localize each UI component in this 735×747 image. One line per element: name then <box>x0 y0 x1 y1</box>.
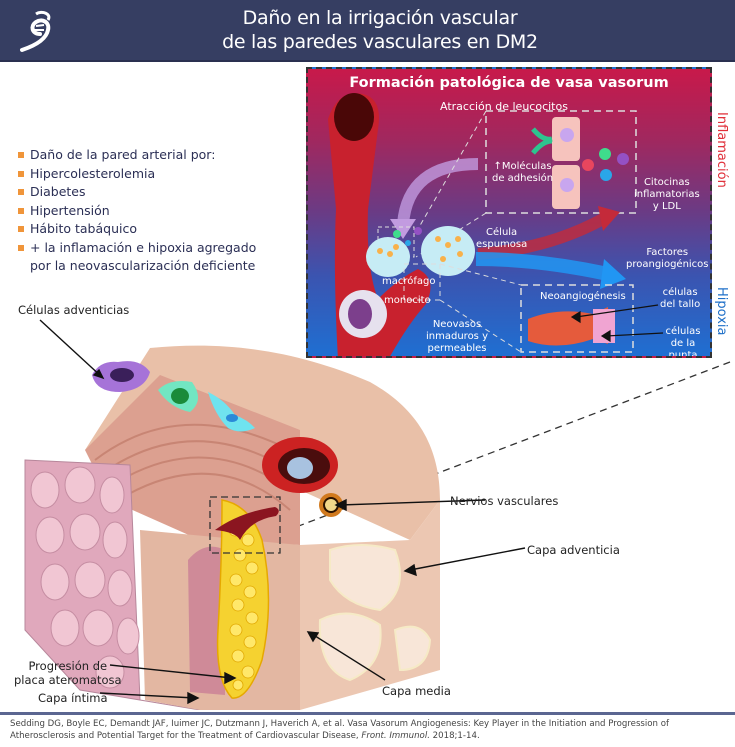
list-item-text-line2: por la neovascularización deficiente <box>30 258 256 273</box>
sprouting-neovessel <box>528 307 608 346</box>
bullet-square-icon <box>18 189 24 195</box>
label-stalk-line2: del tallo <box>660 299 701 310</box>
macrophage <box>366 237 410 277</box>
bullet-square-icon <box>18 226 24 232</box>
bullet-square-icon <box>18 170 24 177</box>
label-neovessels-line2: inmaduros y <box>426 331 488 342</box>
list-item: + la inflamación e hipoxia agregado por l… <box>18 239 256 276</box>
bullet-square-icon <box>18 152 24 158</box>
label-neovessels-line1: Neovasos <box>432 319 482 330</box>
proangiogenic-arrow <box>475 252 610 281</box>
adventitial-cell-cyan <box>208 392 255 432</box>
side-label-hypoxia: Hipoxia <box>714 287 729 336</box>
list-item: Hábito tabáquico <box>18 220 256 239</box>
inset-title: Formación patológica de vasa vasorum <box>349 75 669 91</box>
label-plaque-line2: placa ateromatosa <box>14 673 122 687</box>
vessel-lumen <box>334 93 374 141</box>
label-cytokines-line2: inflamatorias <box>634 189 700 200</box>
label-tip-line2: de la punta <box>668 338 698 358</box>
label-adventitia: Capa adventicia <box>527 543 620 557</box>
label-media: Capa media <box>382 684 451 698</box>
label-vascular-nerves: Nervios vasculares <box>450 494 559 508</box>
inset-illustration <box>328 93 664 356</box>
label-leukocyte-attraction: Atracción de leucocitos <box>440 100 568 113</box>
bullet-square-icon <box>18 244 24 251</box>
label-foam-line2: espumosa <box>476 239 528 250</box>
label-cytokines: Citocinas inflamatorias y LDL <box>634 177 700 213</box>
list-item: Hipertensión <box>18 202 256 221</box>
label-adhesion-line2: de adhesión <box>492 173 554 184</box>
dna-helix-logo-icon <box>20 10 51 52</box>
header-banner: Daño en la irrigación vascular de las pa… <box>0 0 735 62</box>
citation-journal: Front. Immunol. <box>361 731 430 741</box>
atheromatous-plaque <box>216 499 270 699</box>
citation-text: Sedding DG, Boyle EC, Demandt JAF, Iuime… <box>10 719 670 741</box>
list-item: Daño de la pared arterial por: <box>18 146 256 165</box>
label-stalk-cells: células del tallo <box>660 287 700 311</box>
label-tip-line1: células <box>665 326 701 337</box>
label-neovessels-line3: permeables <box>427 343 487 354</box>
side-label-inflammation: Inflamación <box>714 112 729 188</box>
footer-divider <box>0 712 735 715</box>
list-item-text-line1: + la inflamación e hipoxia agregado <box>30 239 257 255</box>
label-adhesion-line1: ↑Moléculas <box>493 161 552 172</box>
list-item: Diabetes <box>18 183 256 202</box>
bullet-square-icon <box>18 207 24 214</box>
label-intima: Capa íntima <box>38 691 108 705</box>
citation-year: 2018;1-14. <box>429 731 480 741</box>
vessel-wall-illustration <box>24 319 731 710</box>
label-factors-line1: Factores <box>646 247 689 258</box>
intima-cut <box>188 546 225 695</box>
label-macrophage: macrófago <box>382 276 436 287</box>
label-tip-cells: células de la punta <box>656 326 710 358</box>
list-item-text: + la inflamación e hipoxia agregado por l… <box>30 239 256 276</box>
label-proangiogenic-factors: Factores proangiogénicos <box>626 247 709 271</box>
label-cytokines-line3: y LDL <box>652 201 681 212</box>
label-monocyte: monocito <box>384 295 431 306</box>
list-item-text: Hipercolesterolemia <box>30 165 156 181</box>
list-item-text: Daño de la pared arterial por: <box>30 147 216 162</box>
label-plaque-line1: Progresión de <box>28 659 108 673</box>
media-layer <box>85 375 300 545</box>
label-foam-line1: Célula <box>486 227 518 238</box>
label-neovessels: Neovasos inmaduros y permeables <box>426 319 488 355</box>
neovessel-zoom-box <box>209 496 281 554</box>
adhesion-zoom-box <box>485 110 637 214</box>
neovessel <box>215 507 279 540</box>
list-item-text: Hábito tabáquico <box>30 221 137 236</box>
vasa-vasorum-inset: Formación patológica de vasa vasorum Atr… <box>306 67 712 358</box>
label-foam-cell: Célula espumosa <box>476 227 527 251</box>
citation: Sedding DG, Boyle EC, Demandt JAF, Iuime… <box>10 718 730 742</box>
zoom-guide-line <box>274 361 731 536</box>
title-line-2: de las paredes vasculares en DM2 <box>222 31 538 53</box>
label-plaque-progression: Progresión de placa ateromatosa <box>14 659 122 687</box>
foam-cell <box>421 226 475 276</box>
label-stalk-line1: células <box>662 287 698 298</box>
label-factors-line2: proangiogénicos <box>626 259 709 270</box>
adhesion-molecule <box>531 127 553 155</box>
label-adventitial-cells: Células adventicias <box>18 303 130 317</box>
list-item: Hipercolesterolemia <box>18 165 256 184</box>
label-neoangiogenesis: Neoangiogénesis <box>540 291 626 302</box>
risk-factor-list: Daño de la pared arterial por: Hipercole… <box>18 146 256 276</box>
main-vessel <box>328 93 431 356</box>
neoangiogenesis-zoom-box <box>520 284 634 353</box>
list-item-text: Hipertensión <box>30 202 110 218</box>
page-title: Daño en la irrigación vascular de las pa… <box>100 6 660 54</box>
leukocyte-attraction-arrow <box>397 158 479 225</box>
label-adhesion-molecules: ↑Moléculas de adhesión <box>492 161 553 185</box>
list-item-text: Diabetes <box>30 184 86 199</box>
label-cytokines-line1: Citocinas <box>643 177 690 188</box>
title-line-1: Daño en la irrigación vascular <box>242 7 518 29</box>
